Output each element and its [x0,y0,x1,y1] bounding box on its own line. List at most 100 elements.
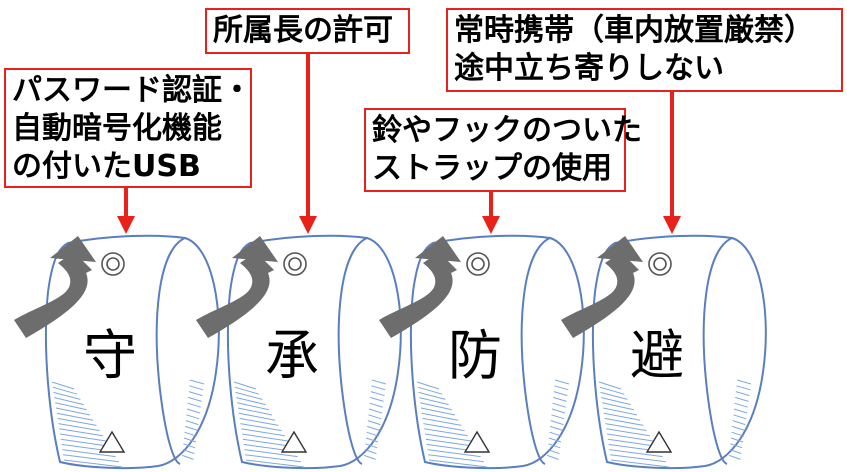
hatch-line [245,454,301,463]
hatch-line-rim [186,408,201,414]
label-usb-line-3: の付いたUSB [12,149,201,184]
hatch-line [242,438,292,447]
hatch-line [420,407,456,416]
hatch-line-rim [365,443,378,449]
hatch-line [233,381,257,390]
hatch-line [421,412,459,421]
hatch-line-rim [733,408,748,414]
hatch-line-rim [367,425,380,431]
curved-arrow-head-3 [415,236,461,262]
hatch-line [424,428,468,437]
label-strap: 鈴やフックのついた ストラップの使用 [364,108,642,192]
label-usb-line-2: 自動暗号化機能 [12,111,222,146]
hatch-line-rim [730,443,743,449]
hatch-line [425,438,475,447]
hatch-line [60,438,110,447]
hatch-line [420,402,452,411]
hatch-line [600,391,628,400]
hatch-line [606,433,654,442]
hole-inner-2 [288,257,302,271]
kanji-hi: 避 [630,324,684,387]
hatch-line [419,397,449,406]
hatch-line-rim [189,385,204,391]
cylinder-rim-4 [702,237,733,465]
hatch-line-rim [183,443,196,449]
hatch-line [58,423,100,432]
hatch-line-rim [553,391,568,397]
hatch-line-rim [553,396,567,402]
hatch-line [237,402,269,411]
hatch-line [424,433,472,442]
hole-inner-4 [653,257,667,271]
hatch-line-rim [370,396,384,402]
curved-arrow-1 [14,252,92,338]
hatch-line-rim [366,431,379,437]
hatch-line-rim [182,454,194,460]
hatch-line-rim [736,379,752,385]
triangle-marker-3 [463,430,491,453]
label-strap-line-1: 鈴やフックのついた [372,113,642,148]
hole-inner-1 [106,257,120,271]
hatch-line-rim [186,414,200,420]
hatch-line [245,459,305,468]
hatch-line [59,428,103,437]
hatch-line-rim [368,414,382,420]
hatch-line-rim [368,408,383,414]
curved-arrow-3 [379,252,457,338]
hatch-line-rim [371,385,386,391]
label-carry: 常時携帯（車内放置厳禁） 途中立ち寄りしない [446,8,843,92]
hatch-line-rim [182,449,195,455]
hatch-line-rim [189,379,205,385]
hatch-line [59,433,107,442]
hatch-line [55,407,91,416]
hatch-line [422,417,462,426]
hatch-line-rim [730,437,744,443]
hatch-line-rim [735,396,749,402]
kanji-bou: 防 [448,324,502,387]
cylinder-rim-2 [337,237,368,465]
hatch-line [602,407,638,416]
hatch-line [240,423,282,432]
hole-inner-3 [471,257,485,271]
hatch-line-rim [369,402,383,408]
hatch-line [609,449,663,458]
hatch-line-rim [370,391,385,397]
cylinder-rim-3 [520,237,551,465]
hatch-line-rim [551,408,566,414]
hatch-line-rim [184,431,197,437]
hatch-line [237,407,273,416]
curved-arrow-head-4 [597,236,643,262]
hatch-line-rim [736,385,751,391]
hatch-line-rim [185,425,198,431]
hatch-line [427,449,481,458]
down-arrow-head-3 [482,216,500,234]
curved-arrow-head-2 [232,236,278,262]
hatch-line-rim [364,449,377,455]
hatch-line-rim [732,425,745,431]
hatch-line [244,449,298,458]
hatch-line-rim [188,391,203,397]
hatch-line-rim [365,437,379,443]
kanji-sho: 承 [265,324,319,387]
hatch-line-rim [548,443,561,449]
hatch-line [234,386,260,395]
hatch-line [605,423,647,432]
hatch-line [55,402,87,411]
label-usb-line-1: パスワード認証・ [12,73,252,108]
hatch-line-rim [554,385,569,391]
hatch-line-rim [549,431,562,437]
hatch-line [610,454,666,463]
hatch-line [238,412,276,421]
hatch-line [601,397,631,406]
hatch-line [603,412,641,421]
hatch-line [54,397,84,406]
hatch-line [236,397,266,406]
hatch-line-rim [729,449,742,455]
hatch-line [416,381,440,390]
hatch-line [606,428,650,437]
triangle-marker-2 [280,430,308,453]
curved-arrow-2 [196,252,274,338]
hatch-line-rim [554,379,570,385]
label-permission: 所属長の許可 [205,8,410,54]
